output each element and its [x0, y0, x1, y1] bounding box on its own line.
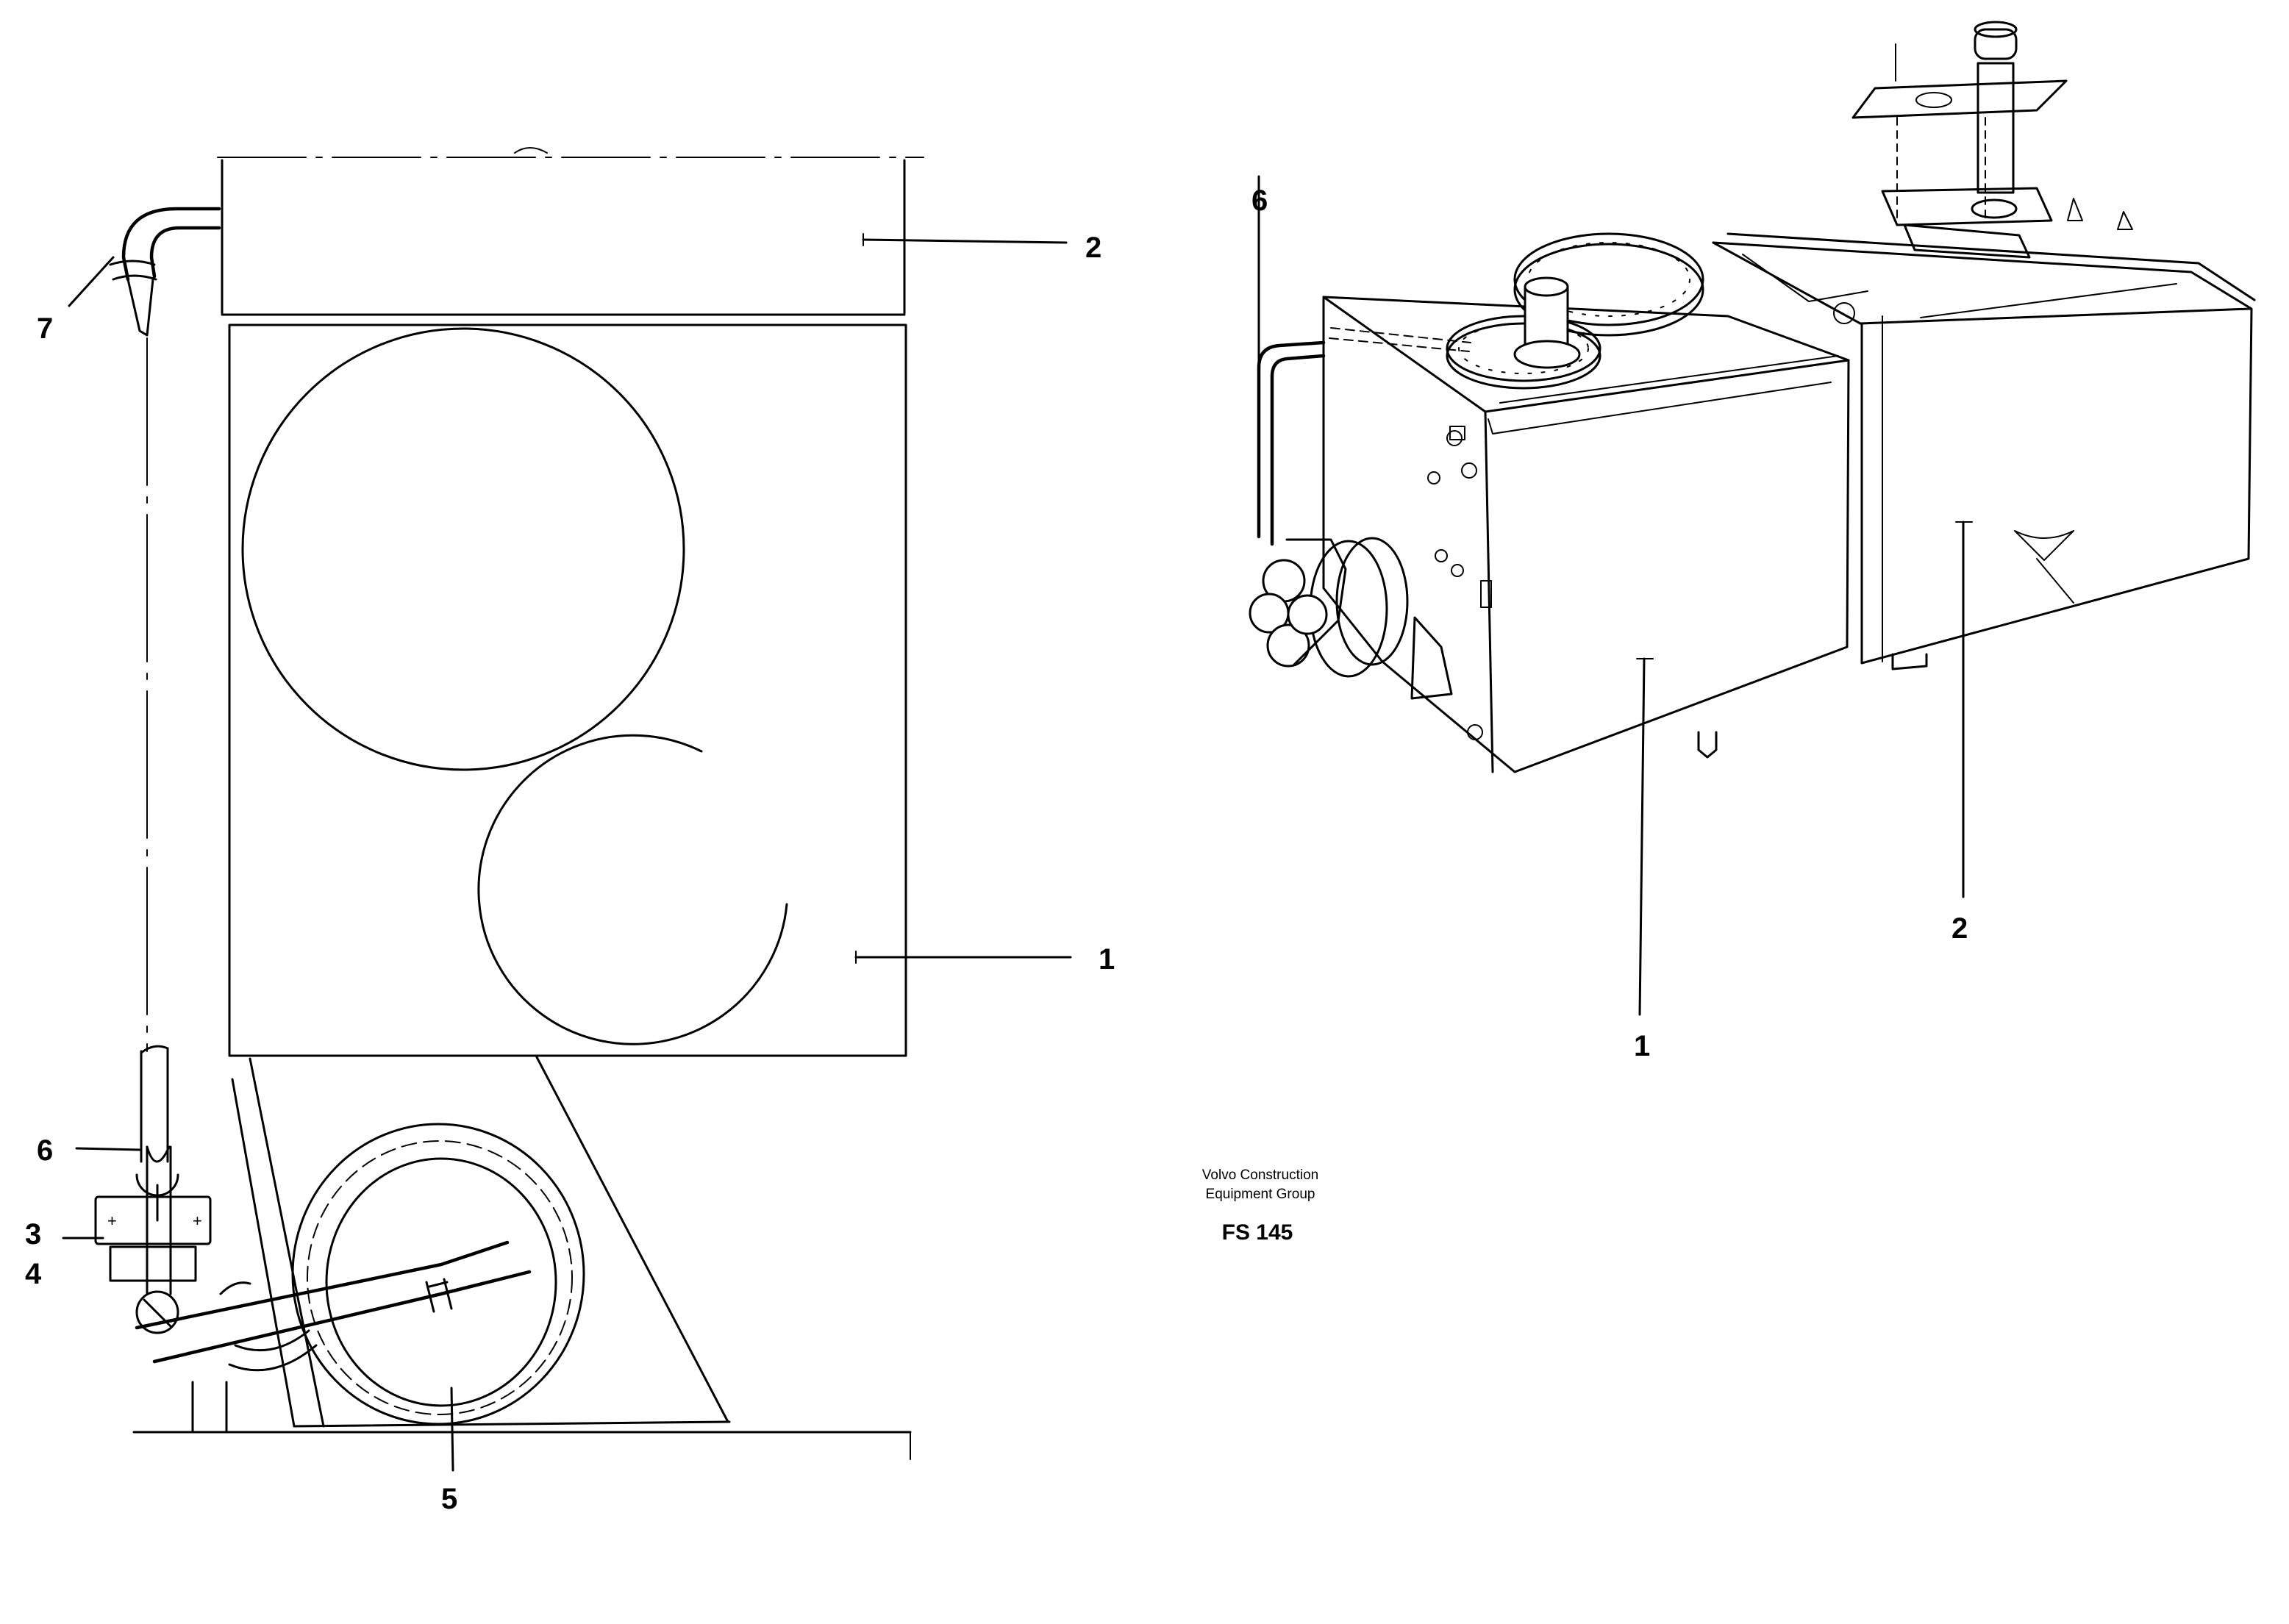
rear-tank — [1712, 198, 2256, 898]
front-tank — [1322, 296, 1850, 1016]
right-view: 6 1 2 — [1249, 21, 2256, 1062]
clamp-mark-right: + — [193, 1212, 202, 1230]
tank-sender-unit — [1851, 21, 2068, 259]
callout-right-2: 2 — [1951, 912, 1968, 945]
callout-2: 2 — [1085, 232, 1101, 264]
leader-right-1 — [1638, 657, 1646, 1016]
callout-1: 1 — [1099, 943, 1115, 976]
figure-code: FS 145 — [1222, 1220, 1293, 1245]
coiled-hose — [135, 1123, 585, 1426]
company-line-1: Volvo Construction — [1202, 1167, 1318, 1183]
upper-tank — [217, 147, 924, 316]
small-inspection-cover — [477, 734, 788, 1045]
callout-right-1: 1 — [1634, 1030, 1650, 1062]
pipe-clamp: + + — [94, 1145, 212, 1334]
left-view: + + 7 2 1 6 3 4 5 — [25, 147, 1115, 1515]
callout-4: 4 — [25, 1258, 42, 1290]
callout-3: 3 — [25, 1218, 41, 1251]
caption-block: Volvo Construction Equipment Group FS 14… — [1202, 1167, 1318, 1245]
leader-5 — [450, 1387, 454, 1472]
callout-6: 6 — [37, 1134, 53, 1167]
hose-reel-housing — [132, 1056, 912, 1460]
large-inspection-cover — [241, 327, 685, 771]
breather-pipe-iso — [1257, 175, 1326, 546]
leader-7 — [68, 256, 115, 307]
leader-2 — [862, 238, 1068, 244]
clamp-mark-left: + — [107, 1212, 117, 1230]
return-flange — [1249, 537, 1409, 678]
callout-5: 5 — [441, 1483, 457, 1515]
callout-7: 7 — [37, 312, 53, 345]
company-line-2: Equipment Group — [1206, 1187, 1315, 1202]
breather-pipe — [109, 207, 221, 1163]
left-leader-lines — [62, 233, 1072, 1472]
main-tank — [228, 323, 907, 1057]
callout-right-6: 6 — [1251, 185, 1268, 217]
leader-6 — [75, 1147, 141, 1151]
breather-cap — [1446, 276, 1601, 390]
top-filler-cover — [1513, 232, 1704, 337]
